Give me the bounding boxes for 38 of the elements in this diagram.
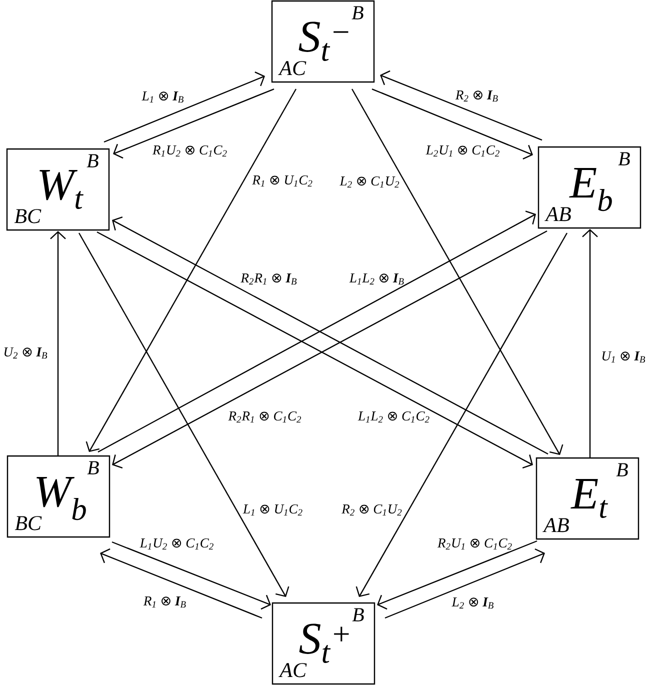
edge-label: R$_{2}$ ⊗ I$_{B}$	[455, 90, 498, 102]
node-box: E$_{b}$ B AB	[538, 146, 642, 229]
edge-label: L$_{1}$ ⊗ U$_{1}$C$_{2}$	[242, 504, 302, 516]
edge-label: R$_{1}$U$_{2}$ ⊗ C$_{1}$C$_{2}$	[152, 145, 227, 157]
edge-label: L$_{1}$L$_{2}$ ⊗ C$_{1}$C$_{2}$	[358, 411, 430, 423]
edge-label: R$_{1}$ ⊗ I$_{B}$	[143, 596, 186, 608]
edge-label: L$_{2}$ ⊗ C$_{1}$U$_{2}$	[340, 176, 400, 188]
edge-label: L$_{2}$U$_{1}$ ⊗ C$_{1}$C$_{2}$	[426, 145, 500, 157]
arrow	[582, 229, 598, 458]
arrow	[351, 88, 564, 455]
arrow	[356, 232, 568, 597]
edge-label: L$_{1}$L$_{2}$ ⊗ I$_{B}$	[349, 274, 404, 285]
arrow	[377, 540, 538, 610]
arrow	[104, 72, 265, 143]
node-box: S$_{t}$$^{+}$ B AC	[272, 602, 376, 685]
arrow	[112, 541, 271, 610]
arrow	[113, 88, 274, 159]
arrow	[372, 88, 533, 160]
node-box: W$_{t}$ B BC	[6, 148, 110, 231]
arrow	[100, 548, 262, 619]
arrow	[380, 70, 542, 141]
edge-label: R$_{2}$R$_{1}$ ⊗ I$_{B}$	[240, 274, 297, 285]
edge-label: L$_{1}$U$_{2}$ ⊗ C$_{1}$C$_{2}$	[140, 538, 214, 550]
edge-label: L$_{2}$ ⊗ I$_{B}$	[452, 597, 494, 609]
edge-label: U$_{1}$ ⊗ I$_{B}$	[602, 351, 646, 363]
edge-label: L$_{1}$ ⊗ I$_{B}$	[142, 92, 184, 103]
arrow	[50, 231, 66, 456]
node-box: S$_{t}$$^{−}$ B AC	[271, 0, 375, 83]
edge-label: R$_{1}$ ⊗ U$_{1}$C$_{2}$	[252, 175, 312, 187]
node-box: W$_{b}$ B BC	[6, 455, 110, 538]
edge-label: R$_{2}$ ⊗ C$_{1}$U$_{2}$	[342, 504, 402, 516]
node-box: E$_{t}$ B AB	[536, 457, 640, 540]
edge-label: U$_{2}$ ⊗ I$_{B}$	[4, 347, 48, 359]
arrow	[86, 88, 297, 452]
arrow	[78, 232, 290, 597]
arrow	[384, 548, 545, 619]
edge-label: R$_{2}$U$_{1}$ ⊗ C$_{1}$C$_{2}$	[437, 538, 512, 550]
edge-label: R$_{2}$R$_{1}$ ⊗ C$_{1}$C$_{2}$	[228, 411, 302, 423]
